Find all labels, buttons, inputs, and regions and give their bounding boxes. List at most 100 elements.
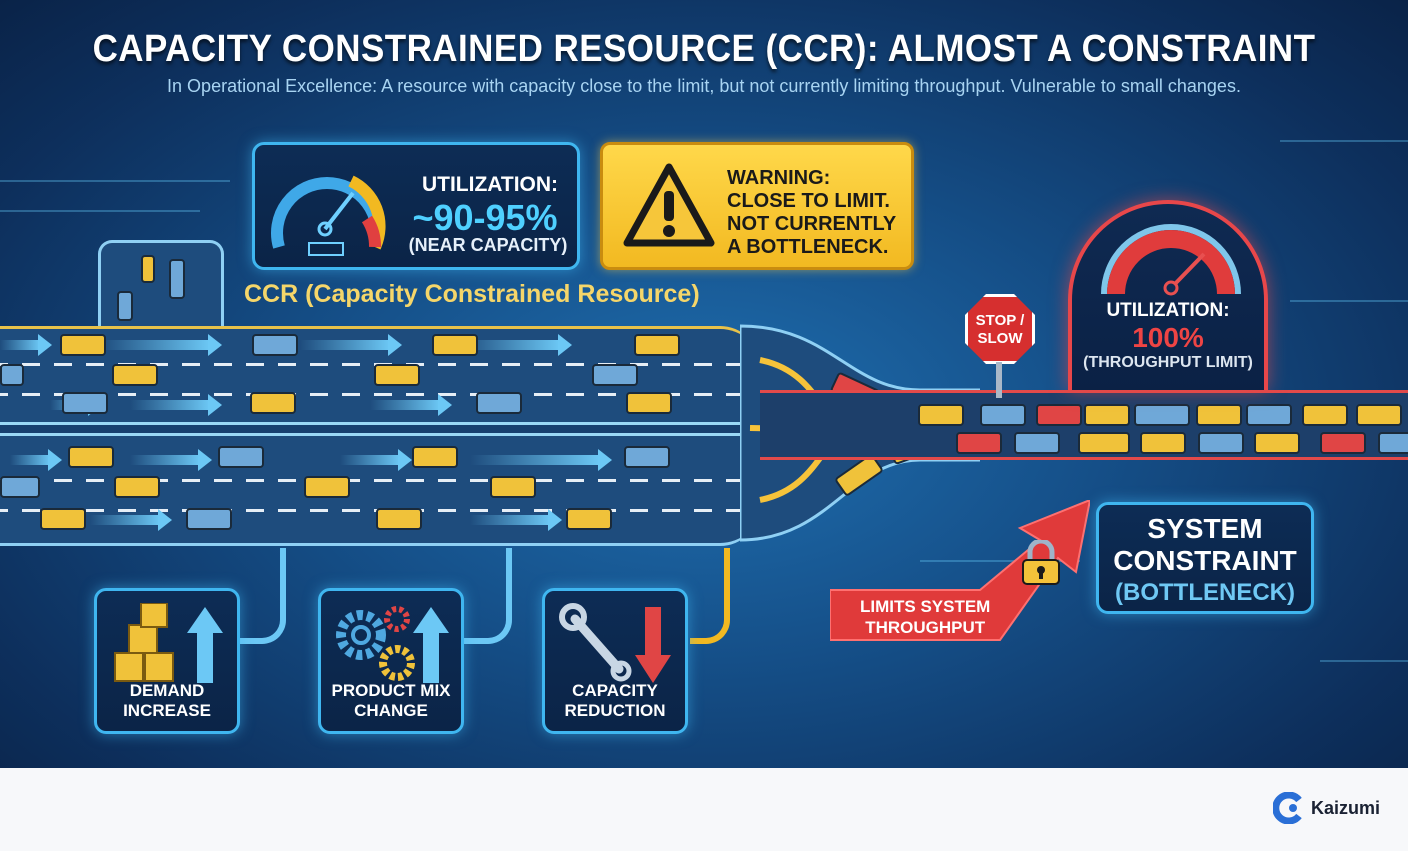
system-constraint-title: SYSTEM CONSTRAINT [1099,513,1311,577]
factor-line: INCREASE [123,701,211,720]
warning-line: WARNING: [727,167,831,189]
vehicle [624,446,670,468]
vehicle [1196,404,1242,426]
warning-panel: WARNING: CLOSE TO LIMIT. NOT CURRENTLY A… [600,142,914,270]
gauge-icon [271,175,386,256]
warning-line: CLOSE TO LIMIT. [727,190,890,212]
vehicle [1254,432,1300,454]
system-constraint-panel: SYSTEM CONSTRAINT (BOTTLENECK) [1096,502,1314,614]
vehicle [432,334,478,356]
vehicle [490,476,536,498]
vehicle [252,334,298,356]
vehicle [169,259,185,299]
vehicle [566,508,612,530]
footer: Kaizumi [0,768,1408,851]
vehicle [634,334,680,356]
sign-pole [996,362,1002,398]
vehicle [1198,432,1244,454]
infographic-canvas: CAPACITY CONSTRAINED RESOURCE (CCR): ALM… [0,0,1408,768]
vehicle [60,334,106,356]
stop-sign-line: SLOW [977,330,1023,347]
constraint-utilization-note: (THROUGHPUT LIMIT) [1083,354,1253,371]
vehicle [0,476,40,498]
vehicle [1320,432,1366,454]
circuit-line [1320,660,1408,662]
flow-arrow [470,509,562,531]
factor-connector [690,548,730,644]
flow-arrow [130,449,212,471]
padlock-icon [1022,540,1060,585]
vehicle [1302,404,1348,426]
flow-arrow [460,334,572,356]
wrench-down-arrow-icon [559,603,671,683]
vehicle [956,432,1002,454]
factor-label: PRODUCT MIX CHANGE [321,681,461,721]
red-arrow-shape [830,500,1090,641]
limits-line: THROUGHPUT [865,618,986,637]
vehicle [592,364,638,386]
vehicle [1134,404,1190,426]
factor-product-mix-change: PRODUCT MIX CHANGE [318,588,464,734]
vehicle [918,404,964,426]
constraint-utilization-panel: UTILIZATION: 100% (THROUGHPUT LIMIT) [1068,200,1268,390]
ccr-utilization-label: UTILIZATION: [421,173,559,196]
kaizumi-logo-icon [1272,792,1302,824]
limits-throughput-text: LIMITS SYSTEM THROUGHPUT [860,596,990,638]
factor-connector [464,548,512,644]
vehicle [1140,432,1186,454]
flow-arrow [470,449,612,471]
vehicle [186,508,232,530]
warning-triangle-icon [623,163,715,247]
page-title: CAPACITY CONSTRAINED RESOURCE (CCR): ALM… [92,28,1316,70]
circuit-line [920,560,1080,562]
vehicle [304,476,350,498]
circuit-line [1280,140,1408,142]
constraint-utilization-label: UTILIZATION: [1106,300,1230,321]
system-constraint-line: SYSTEM [1147,513,1263,544]
vehicle [40,508,86,530]
factor-label: CAPACITY REDUCTION [545,681,685,721]
lane-divider [0,479,750,482]
vehicle [476,392,522,414]
limits-throughput-arrow: LIMITS SYSTEM THROUGHPUT [830,500,1090,650]
gears-up-arrow-icon [336,606,449,683]
vehicle [62,392,108,414]
warning-line: NOT CURRENTLY [727,213,897,235]
factor-line: DEMAND [129,681,205,700]
bottleneck-road [760,390,1408,460]
vehicle [1356,404,1402,426]
vehicle [374,364,420,386]
vehicle [1246,404,1292,426]
flow-arrow [340,449,412,471]
limits-line: LIMITS SYSTEM [860,597,991,616]
ccr-utilization-note: (NEAR CAPACITY) [408,235,568,255]
vehicle [0,364,24,386]
factor-connector [238,548,286,644]
stop-sign-line: STOP / [975,312,1025,329]
warning-text: WARNING: CLOSE TO LIMIT. NOT CURRENTLY A… [727,167,896,259]
vehicle [376,508,422,530]
factor-capacity-reduction: CAPACITY REDUCTION [542,588,688,734]
stop-slow-sign: STOP / SLOW [965,294,1035,364]
bottleneck-label: (BOTTLENECK) [1115,579,1295,606]
vehicle [1036,404,1082,426]
brand-name: Kaizumi [1310,797,1380,818]
vehicle [218,446,264,468]
vehicle [1084,404,1130,426]
factor-demand-increase: DEMAND INCREASE [94,588,240,734]
flow-arrow [90,509,172,531]
on-ramp [98,240,224,328]
circuit-line [0,210,200,212]
flow-arrow [10,449,62,471]
vehicle [626,392,672,414]
factor-line: CAPACITY [572,681,658,700]
factor-line: CHANGE [354,701,428,720]
boxes-up-arrow-icon [114,603,223,683]
lane-divider [0,393,750,396]
vehicle [980,404,1026,426]
flow-arrow [370,394,452,416]
lane-divider [0,509,750,512]
factor-label: DEMAND INCREASE [97,681,237,721]
vehicle [68,446,114,468]
vehicle [412,446,458,468]
